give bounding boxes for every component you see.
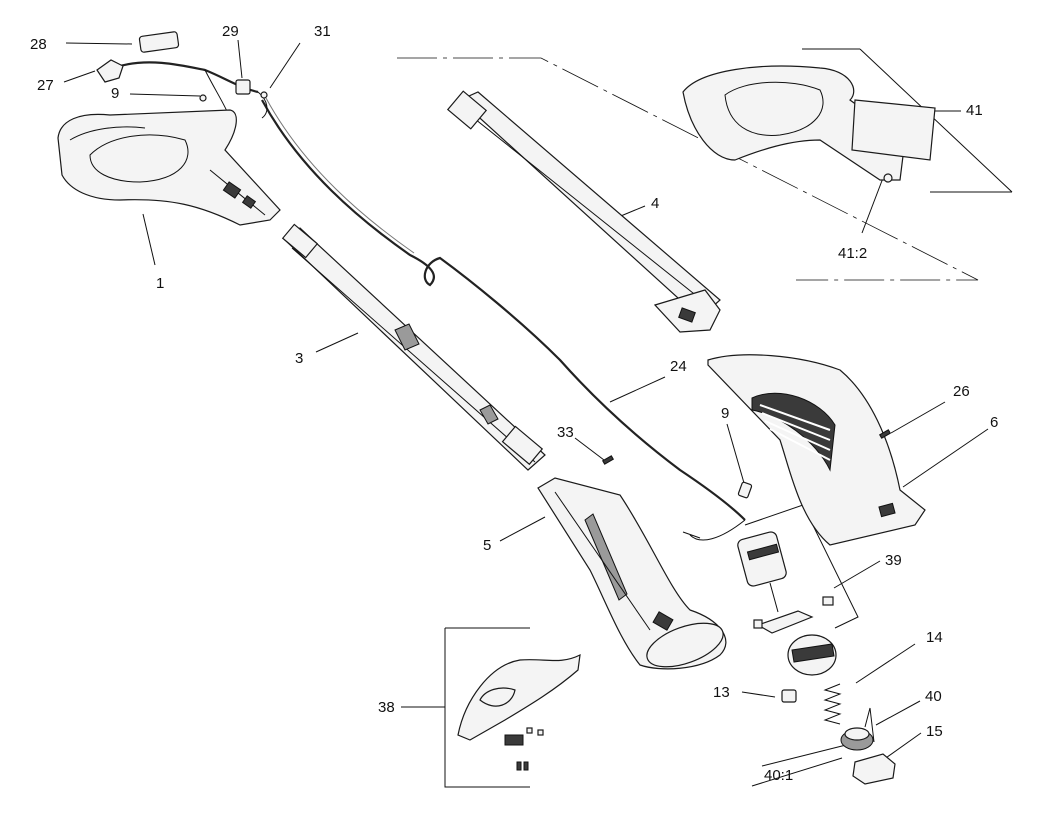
- lower-housing-part: [537, 477, 727, 670]
- callout-28: 28: [30, 36, 47, 53]
- callout-31: 31: [314, 23, 331, 40]
- callout-26: 26: [953, 383, 970, 400]
- screws: [601, 429, 892, 499]
- callout-9-upper: 9: [111, 85, 120, 102]
- tube-half-part: [281, 223, 546, 471]
- callout-9-lower: 9: [721, 405, 730, 422]
- motor-housing-half-part: [707, 354, 926, 546]
- tube-cover-part: [446, 90, 721, 333]
- callout-5: 5: [483, 537, 492, 554]
- callout-1: 1: [156, 275, 165, 292]
- motor-assembly: [737, 531, 837, 676]
- callout-38: 38: [378, 699, 395, 716]
- callout-40-1: 40:1: [764, 767, 794, 784]
- callout-41: 41: [966, 102, 983, 119]
- callout-29: 29: [222, 23, 239, 40]
- callout-15: 15: [926, 723, 943, 740]
- callout-4: 4: [651, 195, 660, 212]
- callout-40: 40: [925, 688, 942, 705]
- power-cord: [261, 97, 746, 541]
- leader-lines: [63, 39, 989, 767]
- callout-14: 14: [926, 629, 943, 646]
- callout-6: 6: [990, 414, 999, 431]
- callout-13: 13: [713, 684, 730, 701]
- callout-27: 27: [37, 77, 54, 94]
- callout-41-2: 41:2: [838, 245, 868, 262]
- reference-outlines: [397, 48, 1013, 788]
- vent-grille: [751, 392, 836, 472]
- callout-3: 3: [295, 350, 304, 367]
- callout-39: 39: [885, 552, 902, 569]
- handle-half-part: [57, 109, 281, 226]
- callout-24: 24: [670, 358, 687, 375]
- callout-33: 33: [557, 424, 574, 441]
- rear-handle-part: [682, 65, 936, 183]
- debris-shield-part: [457, 653, 581, 771]
- plug-assembly: [96, 31, 268, 130]
- spool-assembly: [781, 683, 896, 785]
